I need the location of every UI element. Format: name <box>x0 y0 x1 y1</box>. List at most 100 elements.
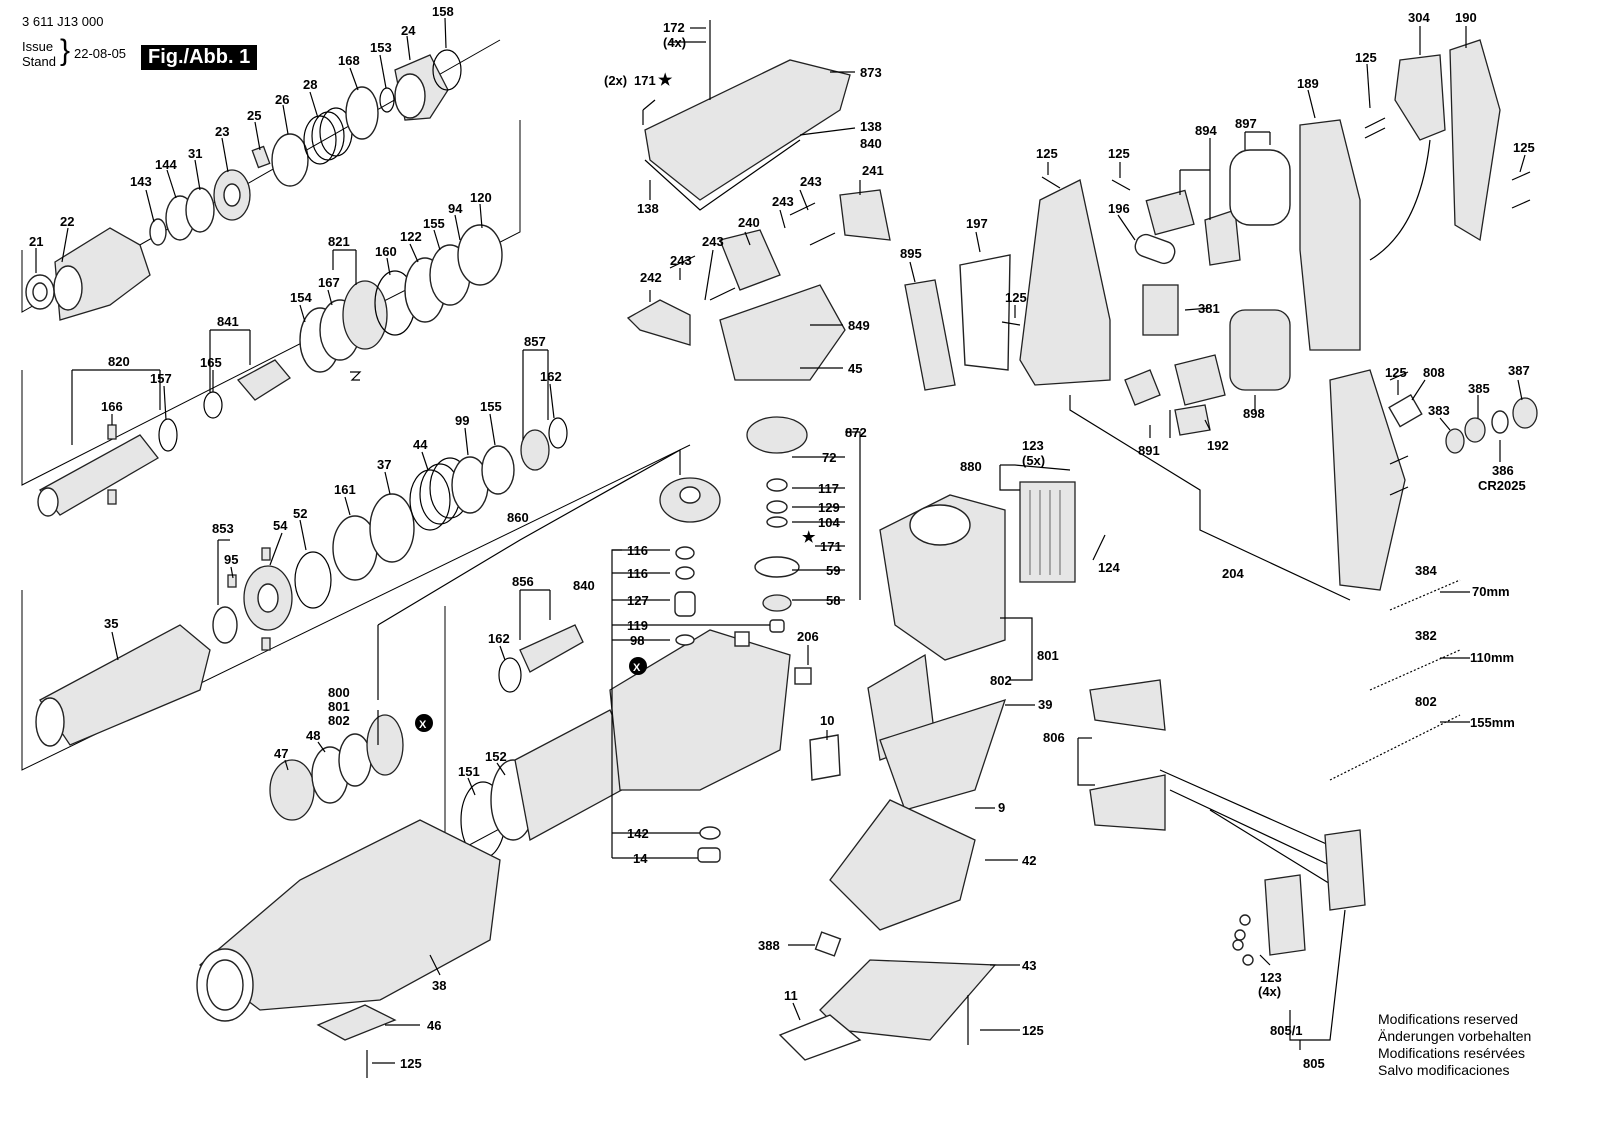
label-22: 22 <box>60 214 74 229</box>
label-894: 894 <box>1195 123 1217 138</box>
issue-date: 22-08-05 <box>74 46 127 61</box>
label-26: 26 <box>275 92 289 107</box>
modifications-en: Modifications reserved <box>1378 1011 1519 1027</box>
label-43: 43 <box>1022 958 1036 973</box>
label-167: 167 <box>318 275 340 290</box>
label-853: 853 <box>212 521 234 536</box>
gear-housing <box>609 416 812 863</box>
label-143: 143 <box>130 174 152 189</box>
x-marker-1 <box>629 657 647 675</box>
label-125c: 125 <box>1036 146 1058 161</box>
label-119: 119 <box>627 618 648 633</box>
label-110mm: 110mm <box>1470 650 1514 665</box>
label-48: 48 <box>306 728 320 743</box>
label-123b: 123 <box>1260 970 1282 985</box>
label-11: 11 <box>784 988 798 1003</box>
modifications-fr: Modifications resérvées <box>1378 1045 1526 1061</box>
label-840b: 840 <box>573 578 595 593</box>
label-242: 242 <box>640 270 662 285</box>
label-125b: 125 <box>1005 290 1027 305</box>
leader-lines <box>35 17 1526 1064</box>
label-99: 99 <box>455 413 469 428</box>
x-marker-1-label: X <box>633 662 641 674</box>
label-802c: 802 <box>1415 694 1437 709</box>
label-873: 873 <box>860 65 882 80</box>
label-162b: 162 <box>488 631 510 646</box>
label-138b: 138 <box>637 201 659 216</box>
group-frames <box>21 39 691 859</box>
label-28: 28 <box>303 77 317 92</box>
label-196: 196 <box>1108 201 1130 216</box>
label-880: 880 <box>960 459 982 474</box>
label-125h: 125 <box>1385 365 1407 380</box>
label-801: 801 <box>1037 648 1059 663</box>
label-849: 849 <box>848 318 870 333</box>
modifications-note: Modifications reserved Änderungen vorbeh… <box>1378 1011 1531 1079</box>
label-70mm: 70mm <box>1472 584 1510 599</box>
label-802a: 802 <box>328 713 350 728</box>
label-895: 895 <box>900 246 922 261</box>
label-104: 104 <box>818 515 840 530</box>
label-897: 897 <box>1235 116 1257 131</box>
label-805-1: 805/1 <box>1270 1023 1303 1038</box>
issue-label-de: Stand <box>22 54 56 69</box>
label-95: 95 <box>224 552 238 567</box>
label-162a: 162 <box>540 369 562 384</box>
label-125e: 125 <box>1355 50 1377 65</box>
label-243b: 243 <box>772 194 794 209</box>
label-240: 240 <box>738 215 760 230</box>
label-168: 168 <box>338 53 360 68</box>
label-197: 197 <box>966 216 988 231</box>
label-386: 386 <box>1492 463 1514 478</box>
label-171b: 171 <box>820 539 842 554</box>
label-381: 381 <box>1198 301 1220 316</box>
label-94: 94 <box>448 201 463 216</box>
label-872: 872 <box>845 425 867 440</box>
label-125f: 125 <box>1513 140 1535 155</box>
label-189: 189 <box>1297 76 1319 91</box>
label-21: 21 <box>29 234 43 249</box>
label-243d: 243 <box>670 253 692 268</box>
label-166: 166 <box>101 399 123 414</box>
star-icon-2: ★ <box>802 529 816 546</box>
star-icon: ★ <box>658 72 673 89</box>
label-158: 158 <box>432 4 454 19</box>
label-37: 37 <box>377 457 391 472</box>
label-124: 124 <box>1098 560 1120 575</box>
label-820: 820 <box>108 354 130 369</box>
modifications-es: Salvo modificaciones <box>1378 1062 1510 1078</box>
label-243c: 243 <box>702 234 724 249</box>
front-chuck-parts <box>25 49 462 321</box>
label-898: 898 <box>1243 406 1265 421</box>
label-31: 31 <box>188 146 202 161</box>
label-801: 801 <box>328 699 350 714</box>
label-808: 808 <box>1423 365 1445 380</box>
label-841: 841 <box>217 314 239 329</box>
label-840a: 840 <box>860 136 882 151</box>
label-387: 387 <box>1508 363 1530 378</box>
label-44: 44 <box>413 437 428 452</box>
label-117: 117 <box>818 481 839 496</box>
label-24: 24 <box>401 23 416 38</box>
label-142: 142 <box>627 826 649 841</box>
label-161: 161 <box>334 482 356 497</box>
label-860: 860 <box>507 510 529 525</box>
label-42: 42 <box>1022 853 1036 868</box>
label-190: 190 <box>1455 10 1477 25</box>
issue-label-en: Issue <box>22 39 54 54</box>
label-155a: 155 <box>423 216 445 231</box>
label-243a: 243 <box>800 174 822 189</box>
label-123a: 123 <box>1022 438 1044 453</box>
label-10: 10 <box>820 713 834 728</box>
label-cr2025: CR2025 <box>1478 478 1526 493</box>
label-800: 800 <box>328 685 350 700</box>
label-152: 152 <box>485 749 507 764</box>
label-72: 72 <box>822 450 836 465</box>
label-120: 120 <box>470 190 492 205</box>
label-129: 129 <box>818 500 840 515</box>
label-35: 35 <box>104 616 118 631</box>
label-206: 206 <box>797 629 819 644</box>
label-38: 38 <box>432 978 446 993</box>
label-151: 151 <box>458 764 480 779</box>
